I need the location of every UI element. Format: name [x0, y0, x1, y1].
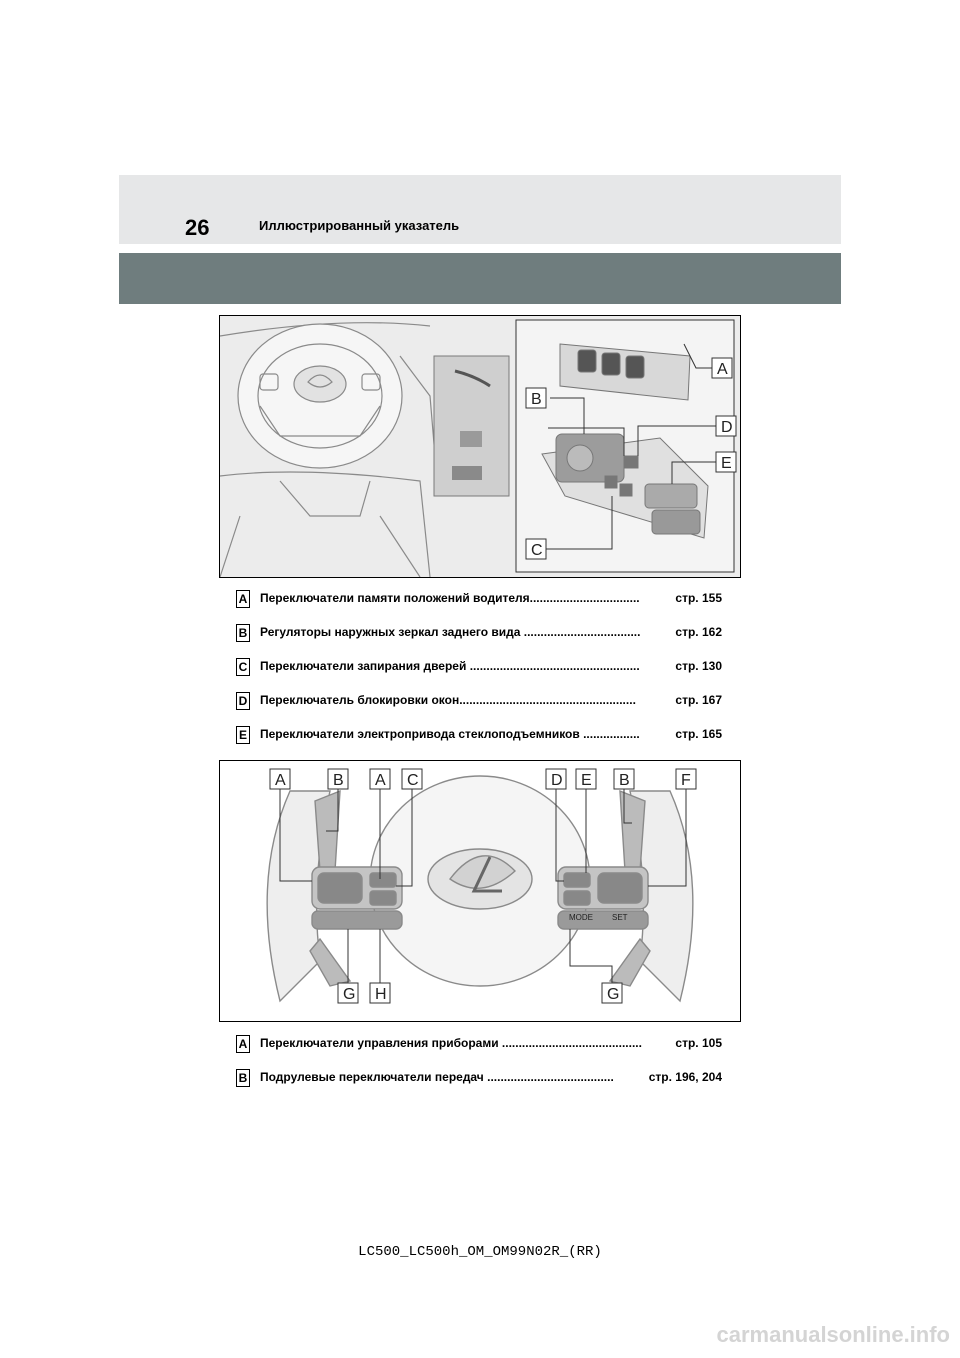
callout-A: A [275, 772, 286, 789]
item-badge: A [236, 590, 250, 608]
callout-E: E [581, 772, 592, 789]
door-switches-list: A Переключатели памяти положений водител… [236, 588, 722, 758]
mode-button-label: MODE [569, 913, 593, 922]
list-item: A Переключатели памяти положений водител… [236, 588, 722, 622]
item-text: Переключатели электропривода стеклоподъе… [260, 727, 640, 741]
item-page-ref[interactable]: стр. 165 [675, 727, 722, 741]
callout-G: G [607, 986, 619, 1003]
callout-B: B [333, 772, 344, 789]
callout-B: B [531, 391, 542, 408]
list-item: D Переключатель блокировки окон.........… [236, 690, 722, 724]
steering-wheel-drawing: MODE SET A B A C D E B F G H [220, 761, 740, 1021]
item-badge: E [236, 726, 250, 744]
watermark: carmanualsonline.info [716, 1322, 951, 1347]
item-page-ref[interactable]: стр. 105 [675, 1036, 722, 1050]
callout-C: C [531, 542, 543, 559]
callout-F: F [681, 772, 691, 789]
set-button-label: SET [612, 913, 628, 922]
item-badge: D [236, 692, 250, 710]
item-page-ref[interactable]: стр. 167 [675, 693, 722, 707]
callout-B: B [619, 772, 630, 789]
callout-A: A [717, 361, 728, 378]
item-text: Подрулевые переключатели передач .......… [260, 1070, 614, 1084]
door-switches-drawing: A B D E C [220, 316, 740, 577]
item-text: Переключатели управления приборами .....… [260, 1036, 642, 1050]
list-item: A Переключатели управления приборами ...… [236, 1033, 722, 1067]
item-text: Переключатели запирания дверей .........… [260, 659, 640, 673]
callout-G: G [343, 986, 355, 1003]
list-item: B Регуляторы наружных зеркал заднего вид… [236, 622, 722, 656]
steering-wheel-illustration: MODE SET A B A C D E B F G H [219, 760, 741, 1022]
callout-E: E [721, 455, 732, 472]
page-number: 26 [185, 215, 210, 240]
item-badge: A [236, 1035, 250, 1053]
header-band [119, 175, 841, 244]
item-badge: C [236, 658, 250, 676]
callout-A: A [375, 772, 386, 789]
item-badge: B [236, 624, 250, 642]
callout-C: C [407, 772, 419, 789]
list-item: B Подрулевые переключатели передач .....… [236, 1067, 722, 1101]
item-text: Переключатель блокировки окон...........… [260, 693, 636, 707]
item-text: Регуляторы наружных зеркал заднего вида … [260, 625, 641, 639]
steering-switches-list: A Переключатели управления приборами ...… [236, 1033, 722, 1101]
list-item: E Переключатели электропривода стеклопод… [236, 724, 722, 758]
item-text: Переключатели памяти положений водителя.… [260, 591, 640, 605]
header-dark-band [119, 253, 841, 304]
list-item: C Переключатели запирания дверей .......… [236, 656, 722, 690]
item-page-ref[interactable]: стр. 162 [675, 625, 722, 639]
callout-D: D [721, 419, 733, 436]
callout-H: H [375, 986, 387, 1003]
document-code: LC500_LC500h_OM_OM99N02R_(RR) [358, 1244, 602, 1260]
item-badge: B [236, 1069, 250, 1087]
callout-D: D [551, 772, 563, 789]
item-page-ref[interactable]: стр. 155 [675, 591, 722, 605]
item-page-ref[interactable]: стр. 130 [675, 659, 722, 673]
section-title: Иллюстрированный указатель [259, 218, 460, 233]
item-page-ref[interactable]: стр. 196, 204 [648, 1070, 722, 1084]
door-switches-illustration: A B D E C [219, 315, 741, 578]
